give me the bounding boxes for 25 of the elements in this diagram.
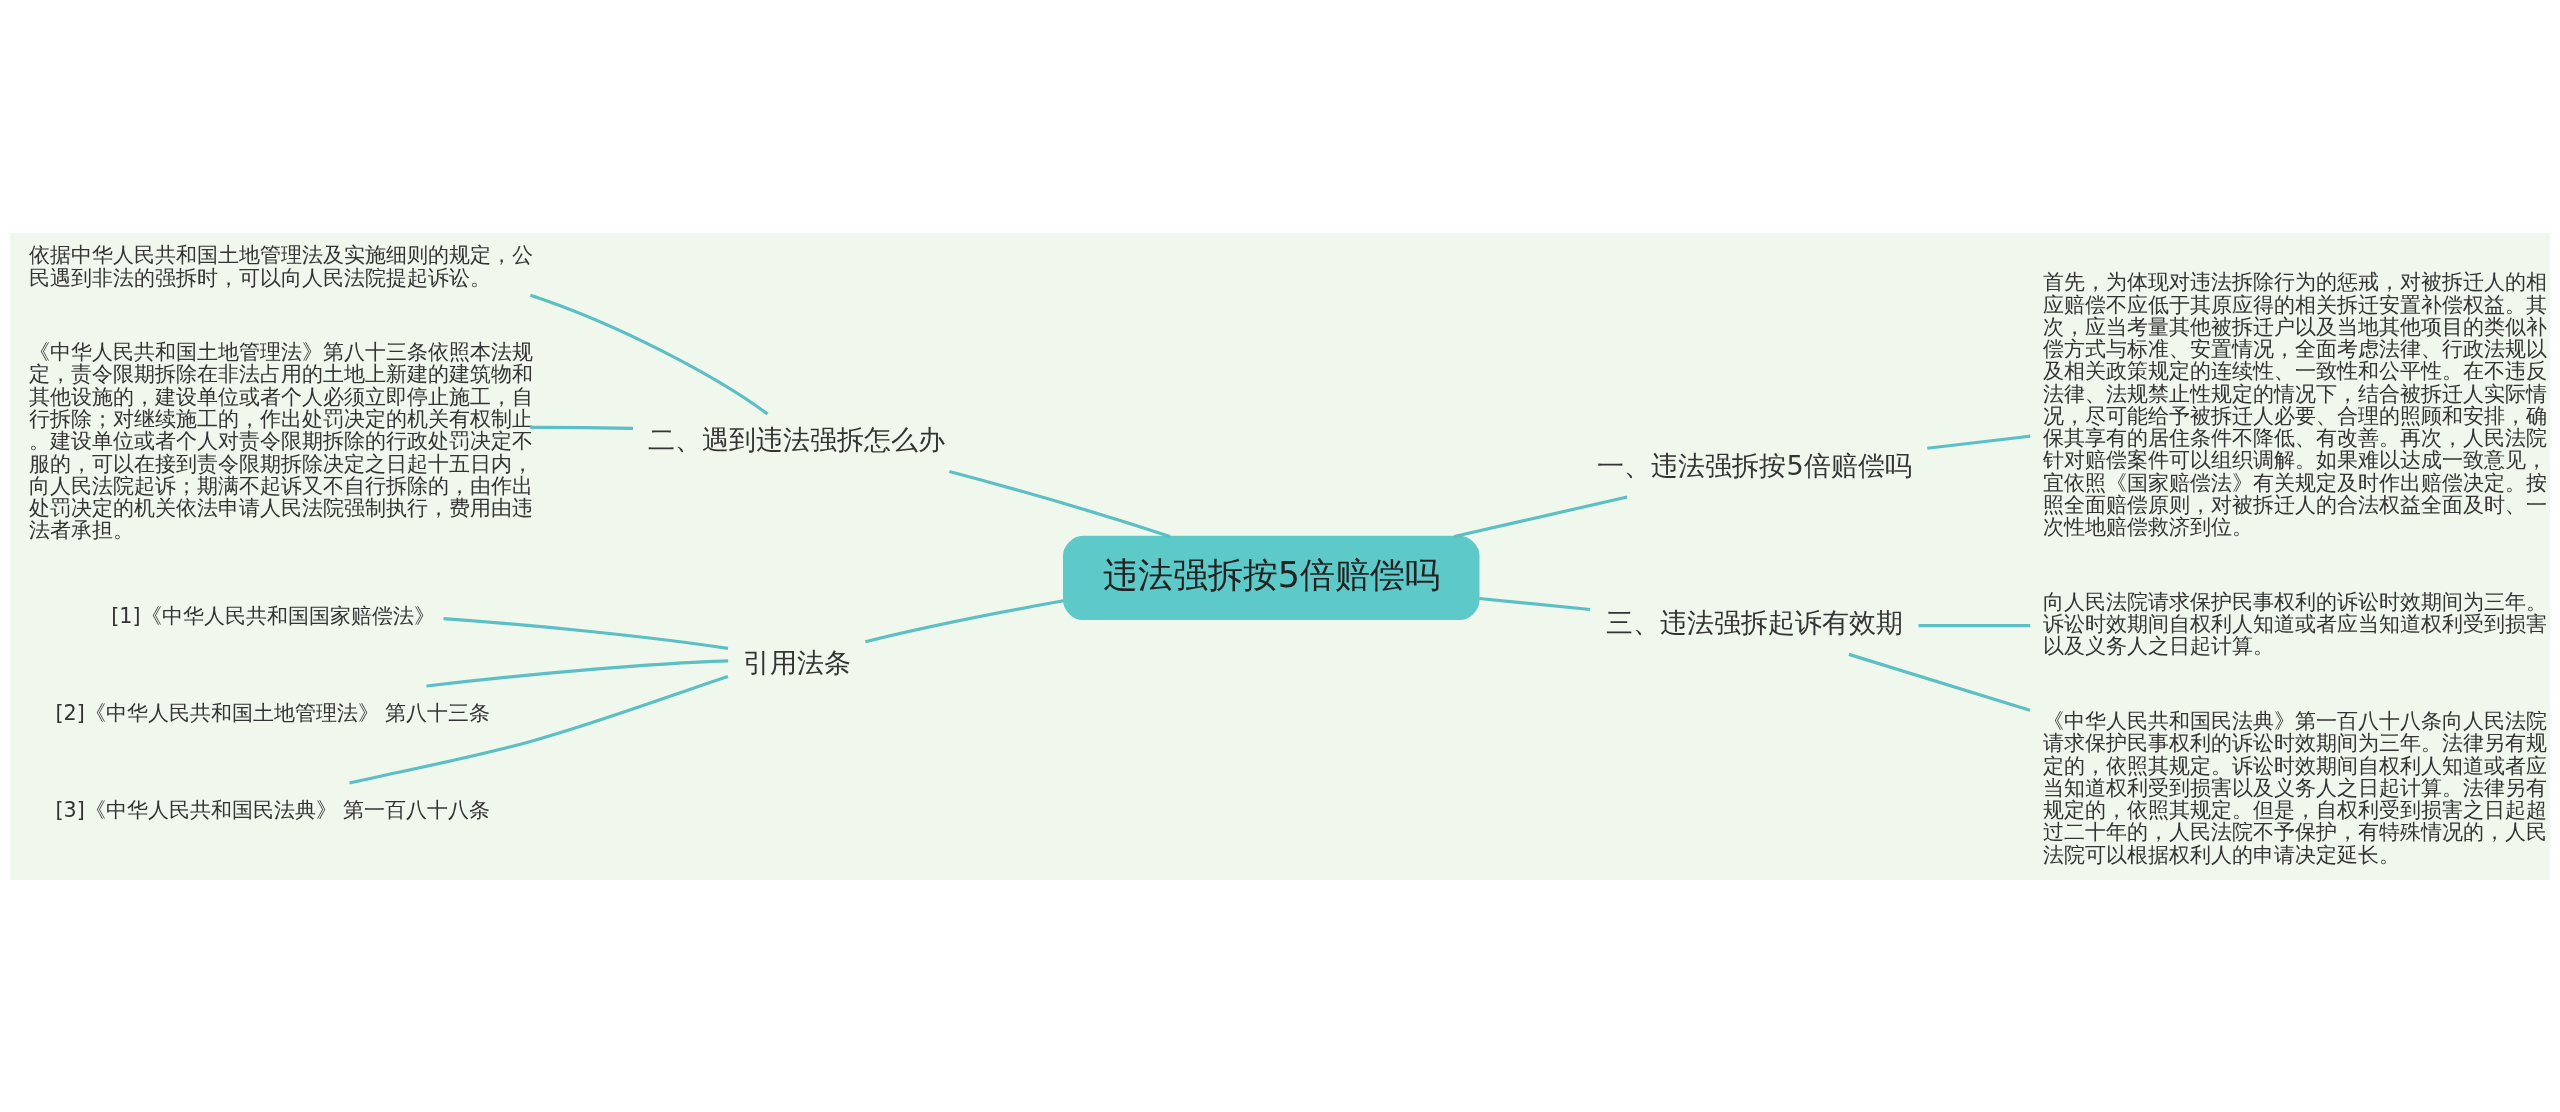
node-text: [3]《中华人民共和国民法典》 第一百八十八条	[55, 797, 491, 822]
node-text: 依据中华人民共和国土地管理法及实施细则的规定，公民遇到非法的强拆时，可以向人民法院提起诉讼。	[28, 242, 533, 290]
connector	[349, 674, 729, 784]
node-text: [1]《中华人民共和国国家赔偿法》	[111, 603, 435, 628]
node-text: 三、违法强拆起诉有效期	[1606, 606, 1904, 638]
connector	[530, 425, 633, 430]
connector	[426, 658, 729, 688]
node-text: 首先，为体现对违法拆除行为的惩戒，对被拆迁人的相应赔偿不应低于其原应得的相关拆迁安置补偿权益。其次，应当考量其他被拆迁户以及当地其他项目的类似补偿方式与标准、安置情况，全面考虑法律、行政法规以及相关政策规定的连续性、一致性和公平性。在不违反法律、法规禁止性规定的情况下，结合被拆迁人实际情况，尽可能给予被拆迁人必要、合理的照顾和安排，确保其享有的居住条件不降低、有改善。再次，人民法院针对赔偿案件可以组织调解。如果难以达成一致意见，宜依照《国家赔偿法》有关规定及时作出赔偿决定。按照全面赔偿原则，对被拆迁人的合法权益全面及时、一次性地赔偿救济到位。	[2043, 269, 2548, 539]
connector	[1454, 494, 1628, 538]
connector	[1479, 596, 1591, 611]
connector	[865, 598, 1064, 643]
connector	[1848, 652, 2031, 712]
connector	[949, 469, 1171, 538]
connector	[1927, 434, 2031, 450]
connector	[443, 616, 729, 650]
connector	[529, 293, 769, 415]
node-text: 向人民法院请求保护民事权利的诉讼时效期间为三年。诉讼时效期间自权利人知道或者应当知道权利受到损害以及义务人之日起计算。	[2043, 589, 2548, 658]
node-text: 《中华人民共和国民法典》第一百八十八条向人民法院请求保护民事权利的诉讼时效期间为三年。法律另有规定的，依照其规定。诉讼时效期间自权利人知道或者应当知道权利受到损害以及义务人之日起计算。法律另有规定的，依照其规定。但是，自权利受到损害之日起超过二十年的，人民法院不予保护，有特殊情况的，人民法院可以根据权利人的申请决定延长。	[2043, 708, 2548, 867]
node-text: 二、遇到违法强拆怎么办	[648, 423, 946, 455]
node-text: 一、违法强拆按5倍赔偿吗	[1597, 449, 1912, 481]
node-box: 违法强拆按5倍赔偿吗	[1063, 535, 1480, 620]
node-text: [2]《中华人民共和国土地管理法》 第八十三条	[55, 700, 491, 725]
node-text: 引用法条	[742, 646, 851, 678]
connector	[1918, 623, 2031, 627]
node-text: 《中华人民共和国土地管理法》第八十三条依照本法规定，责令限期拆除在非法占用的土地上新建的建筑物和其他设施的，建设单位或者个人必须立即停止施工，自行拆除；对继续施工的，作出处罚决定的机关有权制止。建设单位或者个人对责令限期拆除的行政处罚决定不服的，可以在接到责令限期拆除决定之日起十五日内，向人民法院起诉；期满不起诉又不自行拆除的，由作出处罚决定的机关依法申请人民法院强制执行，费用由违法者承担。	[28, 339, 533, 542]
